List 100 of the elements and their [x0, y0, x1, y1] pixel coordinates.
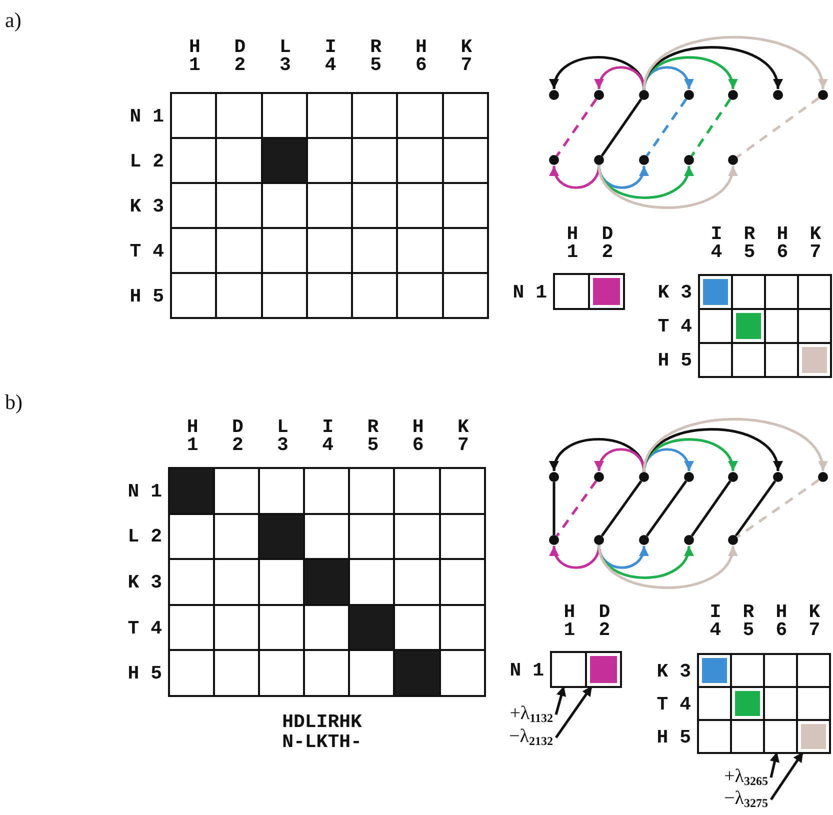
curved-arrow: [642, 428, 781, 472]
column-header: K 7: [457, 418, 469, 454]
panel-label: a): [5, 10, 22, 31]
sequence-text: HDLIRHK: [282, 713, 362, 732]
node-dot: [773, 90, 783, 100]
column-header: I 4: [710, 225, 722, 262]
node-dot: [818, 90, 828, 100]
curved-arrow: [642, 438, 736, 472]
row-header: K 3: [658, 284, 692, 302]
node-dot: [594, 472, 604, 482]
curved-arrow: [642, 56, 736, 90]
connector-line: [552, 482, 556, 535]
curved-arrow: [595, 66, 646, 90]
coefficient-label: +λ$_{3265}$: [724, 767, 768, 788]
column-header: K 7: [808, 603, 820, 640]
row-header: H 5: [128, 664, 162, 684]
column-header: I 4: [324, 38, 336, 74]
column-header: H 6: [776, 225, 788, 262]
row-header: T 4: [128, 619, 162, 638]
node-dot: [594, 155, 604, 165]
column-header: R 5: [370, 38, 382, 74]
curved-arrow: [598, 164, 648, 189]
row-header: H 5: [130, 287, 164, 306]
curved-arrow: [598, 544, 648, 569]
connector-line: [556, 480, 598, 537]
curved-arrow: [642, 46, 781, 90]
matrix-cell: [765, 721, 796, 752]
row-header: T 4: [656, 695, 691, 714]
column-header: D 2: [232, 418, 244, 454]
leader-line: [770, 752, 780, 778]
node-dot: [818, 472, 828, 482]
row-header: L 2: [128, 528, 162, 547]
node-dot: [549, 472, 559, 482]
column-header: K 7: [810, 225, 822, 262]
node-dot: [639, 155, 649, 165]
column-header: R 5: [367, 418, 379, 454]
row-header: K 3: [128, 574, 162, 592]
node-dot: [684, 535, 694, 545]
row-header: H 5: [658, 352, 692, 370]
node-dot: [684, 472, 694, 482]
sequence-text: N-LKTH-: [282, 733, 362, 752]
node-dot: [684, 90, 694, 100]
column-header: H 6: [415, 38, 427, 74]
row-header: K 3: [656, 662, 691, 681]
curved-arrow: [642, 36, 826, 90]
coefficient-label: −λ$_{3275}$: [724, 789, 768, 810]
node-dot: [728, 155, 738, 165]
curved-arrow: [598, 544, 692, 580]
panel-label: b): [5, 392, 22, 413]
node-dot: [639, 535, 649, 545]
node-dot: [549, 535, 559, 545]
node-dot: [594, 535, 604, 545]
coefficient-label: +λ$_{1132}$: [510, 704, 553, 726]
curved-arrow: [598, 544, 736, 589]
filled-cell: [587, 653, 620, 686]
node-dot: [549, 155, 559, 165]
connector-line: [690, 480, 732, 537]
curved-arrow: [598, 164, 736, 209]
node-dot: [594, 90, 604, 100]
curved-arrow: [550, 164, 600, 189]
curved-arrow: [598, 164, 692, 200]
matrix-cell: [552, 653, 585, 686]
column-header: K 7: [460, 38, 472, 74]
node-dot: [639, 90, 649, 100]
column-header: H 1: [566, 225, 578, 262]
curved-arrow: [550, 438, 646, 472]
filled-cell: [798, 721, 829, 752]
row-header: N 1: [510, 661, 544, 680]
column-header: I 4: [710, 603, 722, 640]
column-header: D 2: [598, 603, 610, 640]
column-header: R 5: [742, 603, 754, 640]
curved-arrow: [642, 418, 826, 472]
row-header: N 1: [130, 107, 164, 126]
connector-line: [690, 98, 732, 157]
node-dot: [728, 472, 738, 482]
column-header: D 2: [234, 38, 246, 74]
node-dot: [728, 90, 738, 100]
connector-line: [556, 98, 598, 157]
row-header: N 1: [128, 482, 162, 502]
column-header: H 1: [188, 38, 200, 74]
column-header: L 3: [280, 38, 291, 74]
connector-line: [736, 478, 820, 538]
node-dot: [728, 535, 738, 545]
column-header: I 4: [322, 418, 334, 454]
column-header: H 1: [186, 418, 198, 454]
node-dot: [549, 90, 559, 100]
connector-line: [646, 480, 688, 537]
row-header: T 4: [130, 242, 164, 261]
curved-arrow: [595, 448, 646, 472]
connector-line: [600, 98, 642, 157]
row-header: K 3: [130, 197, 164, 216]
connector-line: [646, 98, 688, 157]
row-header: H 5: [656, 728, 691, 747]
column-header: H 1: [564, 603, 576, 640]
column-header: R 5: [744, 225, 756, 262]
connector-line: [600, 480, 642, 537]
column-header: D 2: [602, 225, 614, 262]
curved-arrow: [550, 56, 646, 90]
connector-line: [734, 480, 776, 537]
connector-line: [736, 96, 820, 158]
